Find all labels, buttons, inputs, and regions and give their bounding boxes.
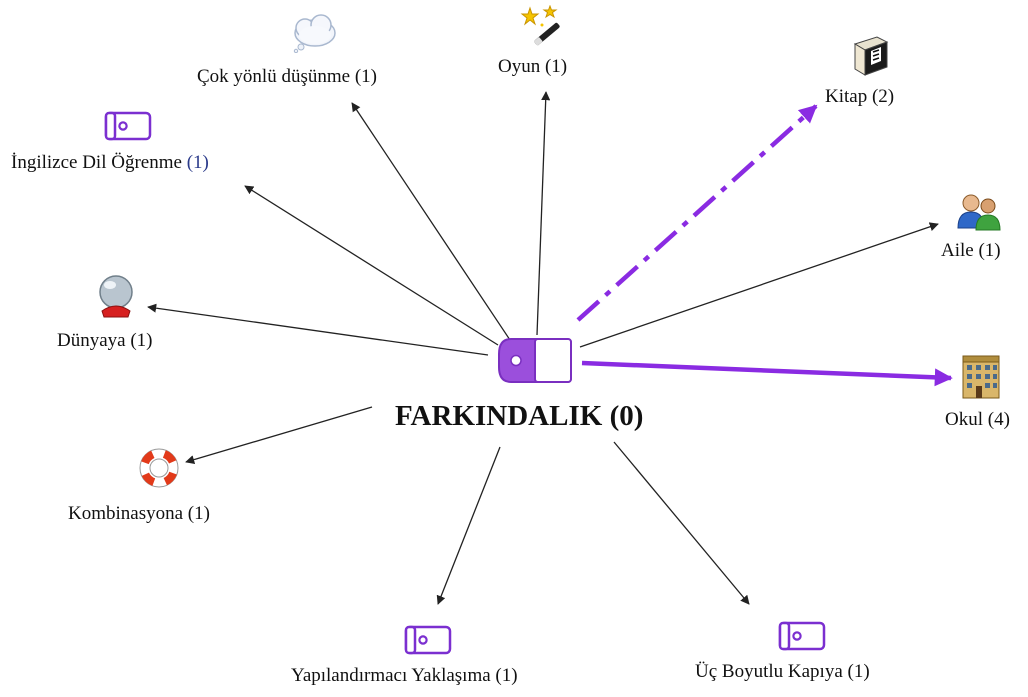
node-label: Kitap xyxy=(825,86,868,107)
node-count: (1) xyxy=(186,152,209,173)
edge-okul xyxy=(581,360,953,387)
node-count: (1) xyxy=(354,66,377,87)
edge-oyun xyxy=(536,91,551,336)
edge-kitap xyxy=(576,104,818,322)
edge-uc-boyutlu xyxy=(613,441,750,605)
center-node-title: FARKINDALIK xyxy=(395,400,603,432)
magic-wand-icon xyxy=(520,5,560,46)
code-tag-icon xyxy=(778,621,826,651)
node-count: (1) xyxy=(130,330,153,351)
node-label: Kombinasyona xyxy=(68,503,184,524)
book-icon xyxy=(853,36,889,76)
node-cok-yonlu[interactable]: Çok yönlü düşünme (1) xyxy=(197,66,377,88)
crystal-ball-icon xyxy=(99,275,133,318)
edge-dunyaya xyxy=(147,303,489,356)
center-node-count: (0) xyxy=(609,400,644,432)
node-label: Çok yönlü düşünme xyxy=(197,66,351,87)
edge-aile xyxy=(579,222,939,348)
node-label: Yapılandırmacı Yaklaşıma xyxy=(291,665,491,686)
center-tag-icon[interactable] xyxy=(497,337,573,384)
edge-ingilizce xyxy=(244,185,499,346)
node-label: Dünyaya xyxy=(57,330,126,351)
node-uc-boyutlu[interactable]: Üç Boyutlu Kapıya (1) xyxy=(695,661,870,683)
node-oyun[interactable]: Oyun (1) xyxy=(498,56,567,78)
node-label: Üç Boyutlu Kapıya xyxy=(695,661,843,682)
node-count: (1) xyxy=(847,661,870,682)
node-okul[interactable]: Okul (4) xyxy=(945,409,1010,431)
edge-cok-yonlu xyxy=(351,102,511,341)
node-ingilizce[interactable]: İngilizce Dil Öğrenme (1) xyxy=(11,152,209,174)
node-kombinasyona[interactable]: Kombinasyona (1) xyxy=(68,503,210,525)
node-label: Okul xyxy=(945,409,983,430)
code-tag-icon xyxy=(404,625,452,655)
thought-cloud-icon xyxy=(293,14,336,53)
node-label: Aile xyxy=(941,240,974,261)
center-node-label[interactable]: FARKINDALIK (0) xyxy=(395,400,643,433)
node-aile[interactable]: Aile (1) xyxy=(941,240,1001,262)
node-label: İngilizce Dil Öğrenme xyxy=(11,152,182,173)
node-count: (1) xyxy=(495,665,518,686)
edge-kombinasyona xyxy=(185,406,373,465)
family-icon xyxy=(957,194,1001,231)
edge-yapilandirmaci xyxy=(436,446,501,605)
node-dunyaya[interactable]: Dünyaya (1) xyxy=(57,330,153,352)
node-count: (1) xyxy=(187,503,210,524)
node-count: (1) xyxy=(544,56,568,77)
building-icon xyxy=(962,355,1000,399)
node-count: (2) xyxy=(871,86,895,107)
node-kitap[interactable]: Kitap (2) xyxy=(825,86,894,108)
node-count: (1) xyxy=(978,240,1001,261)
code-tag-icon xyxy=(104,111,152,141)
node-label: Oyun xyxy=(498,56,541,77)
lifebuoy-icon xyxy=(139,448,179,488)
node-count: (4) xyxy=(987,409,1010,430)
node-yapilandirmaci[interactable]: Yapılandırmacı Yaklaşıma (1) xyxy=(291,665,518,687)
